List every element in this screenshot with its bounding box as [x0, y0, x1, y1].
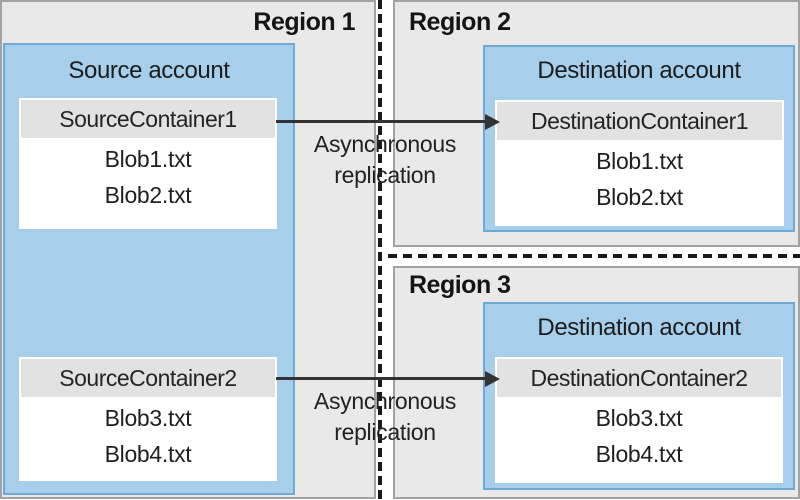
blob-item: Blob3.txt: [104, 405, 192, 431]
destination-container-1-box: DestinationContainer1 Blob1.txt Blob2.tx…: [495, 100, 784, 226]
replication-label-line: Asynchronous: [313, 131, 457, 157]
replication-label-1: Asynchronous replication: [285, 129, 485, 191]
destination-container-2-box: DestinationContainer2 Blob3.txt Blob4.tx…: [495, 357, 783, 483]
replication-arrow-2-head-icon: [485, 370, 500, 387]
replication-label-2: Asynchronous replication: [285, 386, 485, 448]
source-container-1-header: SourceContainer1: [21, 100, 275, 138]
source-account-title: Source account: [68, 57, 230, 84]
blob-item: Blob1.txt: [104, 146, 192, 172]
source-container-2-header: SourceContainer2: [21, 359, 275, 397]
destination-container-2-header: DestinationContainer2: [497, 359, 781, 397]
source-container-1-box: SourceContainer1 Blob1.txt Blob2.txt: [19, 98, 277, 229]
region-boundary-vertical-dashed-line: [378, 0, 382, 500]
blob-item: Blob2.txt: [104, 182, 192, 208]
blob-item: Blob1.txt: [596, 148, 683, 174]
region-boundary-horizontal-dashed-line: [388, 254, 800, 258]
destination-account-title: Destination account: [537, 314, 741, 341]
replication-label-line: replication: [334, 162, 436, 188]
replication-label-line: replication: [334, 419, 436, 445]
replication-arrow-1-line: [276, 120, 488, 123]
blob-item: Blob2.txt: [596, 184, 683, 210]
destination-container-1-header: DestinationContainer1: [497, 102, 782, 140]
destination-account-title: Destination account: [537, 57, 741, 84]
source-container-2-box: SourceContainer2 Blob3.txt Blob4.txt: [19, 357, 277, 481]
blob-item: Blob4.txt: [595, 441, 683, 467]
region2-label: Region 2: [409, 8, 511, 36]
region1-label: Region 1: [253, 8, 355, 36]
replication-label-line: Asynchronous: [313, 388, 457, 414]
blob-item: Blob3.txt: [595, 405, 683, 431]
blob-item: Blob4.txt: [104, 441, 192, 467]
replication-arrow-2-line: [276, 377, 488, 380]
region3-label: Region 3: [409, 271, 511, 299]
replication-arrow-1-head-icon: [485, 113, 500, 130]
